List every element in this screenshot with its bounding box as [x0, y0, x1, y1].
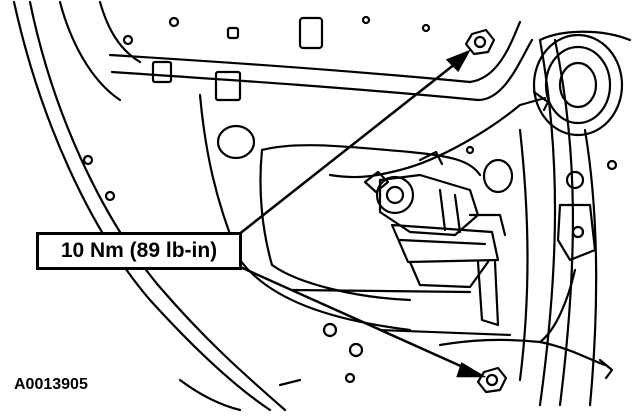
- upper-nut-icon: [464, 28, 496, 56]
- torque-callout: 10 Nm (89 lb-in): [36, 232, 242, 270]
- lower-door-details: [178, 372, 356, 412]
- door-outer-shell: [12, 0, 287, 412]
- lower-nut-icon: [476, 366, 508, 394]
- leader-line-upper: [237, 59, 461, 236]
- arrowhead-upper: [445, 49, 471, 73]
- figure-id-label: A0013905: [14, 376, 88, 393]
- wiring-harness: [328, 90, 614, 380]
- leader-line-lower: [237, 264, 475, 374]
- door-inner-frame: [108, 20, 534, 332]
- regulator-opening: [259, 144, 512, 337]
- speaker-opening: [532, 30, 632, 137]
- latch-bracket: [556, 203, 597, 262]
- arrowhead-lower: [456, 362, 487, 378]
- mounting-holes: [82, 15, 618, 358]
- leader-lines: [237, 49, 487, 378]
- window-regulator-motor: [375, 173, 507, 327]
